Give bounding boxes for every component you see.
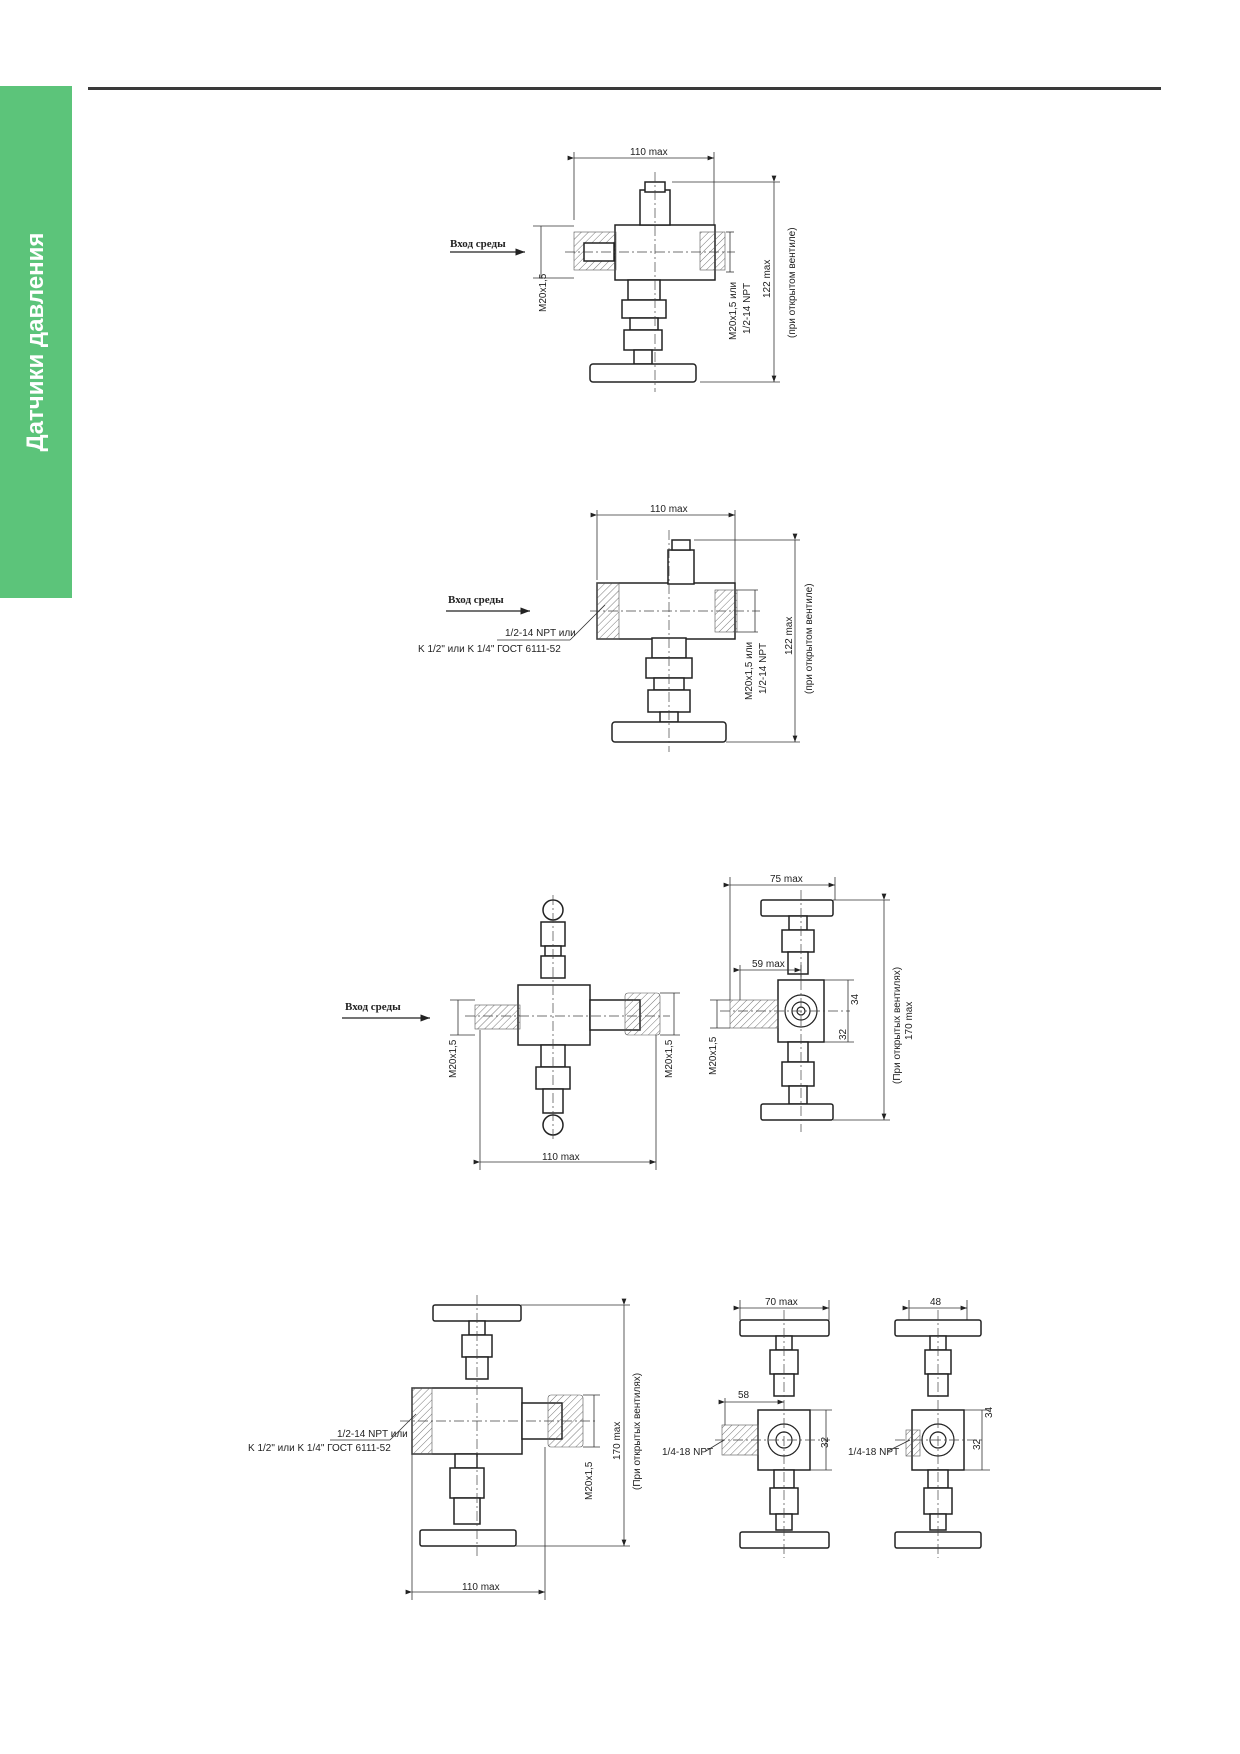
section-side-tab: Датчики давления — [0, 86, 72, 598]
d2-port-2: K 1/2" или K 1/4" ГОСТ 6111-52 — [418, 644, 561, 655]
drawing-valve-2: 110 max Вход среды 1/2-14 NPT или K 1/2"… — [418, 504, 815, 752]
d3-height-label: 170 max — [904, 1002, 915, 1040]
d4-port-2: K 1/2" или K 1/4" ГОСТ 6111-52 — [248, 1443, 391, 1454]
d3-thread-right: M20x1,5 — [664, 1039, 675, 1078]
d4-height-label: 170 max — [612, 1422, 623, 1460]
d4-side-port: 1/4-18 NPT — [662, 1447, 713, 1458]
d3-side-offset-label: 59 max — [752, 959, 785, 970]
d4-port-1: 1/2-14 NPT или — [337, 1429, 408, 1440]
d4-side-sq: 32 — [820, 1436, 831, 1448]
d3-side-thread: M20x1,5 — [708, 1036, 719, 1075]
d4-side-offset-label: 58 — [738, 1390, 750, 1401]
top-divider — [88, 87, 1161, 90]
drawing-valve-1: 110 max M20x1,5 Вход среды M20x1,5 или 1… — [450, 147, 798, 392]
d3-width-label: 110 max — [542, 1152, 580, 1163]
d1-thread-left: M20x1,5 — [538, 273, 549, 312]
d2-height-label: 122 max — [784, 617, 795, 655]
d3-inlet-label: Вход среды — [345, 1001, 401, 1013]
d2-height-note: (при открытом вентиле) — [804, 583, 815, 694]
d4-height-note: (При открытых вентилях) — [632, 1373, 643, 1490]
d1-inlet-label: Вход среды — [450, 238, 506, 250]
d4-third-port: 1/4-18 NPT — [848, 1447, 899, 1458]
d4-thread: M20x1,5 — [584, 1461, 595, 1500]
d2-thread-1: M20x1,5 или — [744, 642, 755, 700]
d1-height-label: 122 max — [762, 260, 773, 298]
d2-port-1: 1/2-14 NPT или — [505, 628, 576, 639]
d3-side-width-label: 75 max — [770, 874, 803, 885]
d3-thread-left: M20x1,5 — [448, 1039, 459, 1078]
d3-sq-32: 32 — [838, 1028, 849, 1040]
d4-side-width-label: 70 max — [765, 1297, 798, 1308]
drawing-valve-4-side: 70 max 58 1/4-18 NPT 32 — [662, 1297, 832, 1558]
drawing-valve-4-front: 1/2-14 NPT или K 1/2" или K 1/4" ГОСТ 61… — [248, 1295, 643, 1600]
d4-third-sq-34: 34 — [984, 1406, 995, 1418]
drawing-valve-4-third: 48 1/4-18 NPT 32 34 — [848, 1297, 995, 1558]
drawing-valve-3-side: 75 max 59 max M20x1,5 32 34 170 max — [708, 874, 915, 1132]
d1-thread-right-2: 1/2-14 NPT — [742, 283, 753, 334]
d4-width-label: 110 max — [462, 1582, 500, 1593]
d2-inlet-label: Вход среды — [448, 594, 504, 606]
drawing-valve-3-front: Вход среды M20x1,5 M20x1,5 110 max — [342, 895, 680, 1170]
d1-thread-right-1: M20x1,5 или — [728, 282, 739, 340]
d1-width-label: 110 max — [630, 147, 668, 158]
d1-height-note: (при открытом вентиле) — [787, 227, 798, 338]
d4-third-width-label: 48 — [930, 1297, 942, 1308]
d3-sq-34: 34 — [850, 993, 861, 1005]
d2-width-label: 110 max — [650, 504, 688, 515]
d2-thread-2: 1/2-14 NPT — [758, 643, 769, 694]
d3-height-note: (При открытых вентилях) — [892, 967, 903, 1084]
d4-third-sq-32: 32 — [972, 1438, 983, 1450]
